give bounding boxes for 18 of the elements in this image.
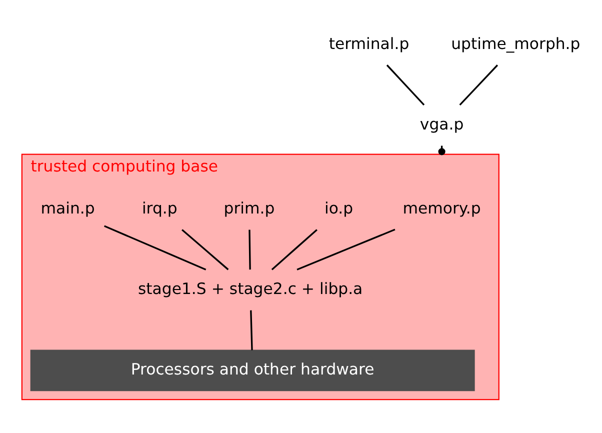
connector xyxy=(271,229,318,270)
node-text: memory.p xyxy=(402,198,481,218)
node-text: irq.p xyxy=(142,198,178,218)
node-text: uptime_morph.p xyxy=(451,34,580,53)
node-text: prim.p xyxy=(224,198,275,218)
node-text: vga.p xyxy=(420,114,464,134)
node-text: terminal.p xyxy=(328,34,410,53)
node-text: main.p xyxy=(40,198,95,218)
connector xyxy=(250,310,253,350)
connector xyxy=(459,64,498,106)
connector xyxy=(386,64,425,106)
connector xyxy=(296,228,396,270)
connector xyxy=(182,229,229,270)
connector xyxy=(248,230,251,270)
node-text: stage1.S + stage2.c + libp.a xyxy=(138,278,363,298)
node-text: io.p xyxy=(324,198,354,218)
node-box: Processors and other hardware xyxy=(30,350,475,392)
connector xyxy=(104,225,206,270)
